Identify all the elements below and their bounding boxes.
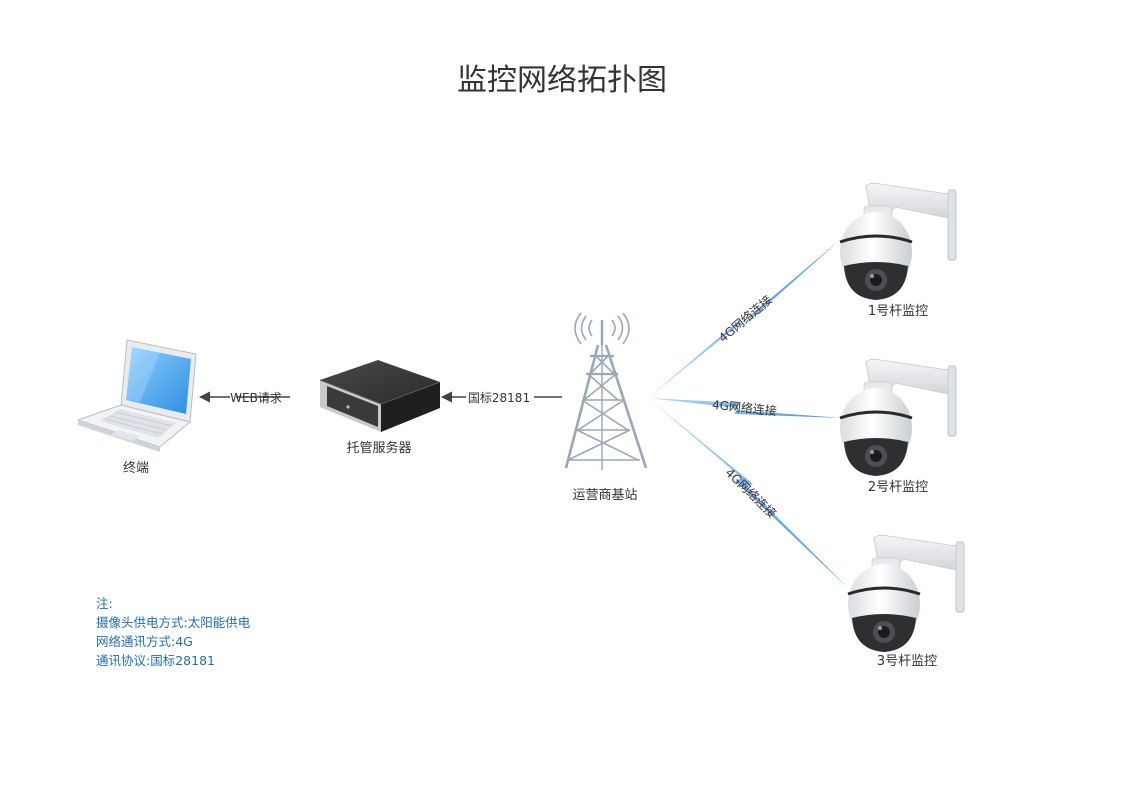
lightning-link-2: 4G网络连接 (648, 397, 842, 419)
tower-icon (564, 312, 648, 470)
lightning-link-1: 4G网络连接 (648, 240, 840, 398)
terminal-label: 终端 (123, 460, 149, 476)
gb28181-label: 国标28181 (468, 391, 530, 405)
network-label-3: 4G网络连接 (723, 465, 780, 521)
page-title: 监控网络拓扑图 (457, 63, 667, 98)
camera-3-label: 3号杆监控 (877, 654, 937, 669)
notes-power: 摄像头供电方式:太阳能供电 (96, 615, 251, 630)
camera-1-icon (839, 182, 957, 300)
lightning-link-3: 4G网络连接 (648, 398, 848, 588)
tower-label: 运营商基站 (572, 488, 637, 503)
camera-1-label: 1号杆监控 (868, 304, 928, 319)
server-label: 托管服务器 (346, 440, 411, 456)
laptop-icon (76, 339, 197, 452)
gb28181-link: 国标28181 (440, 391, 562, 405)
notes-heading: 注: (96, 596, 113, 611)
server-icon (319, 360, 441, 432)
notes-block: 注: 摄像头供电方式:太阳能供电 网络通讯方式:4G 通讯协议:国标28181 (96, 594, 250, 670)
network-label-1: 4G网络连接 (715, 292, 774, 345)
camera-3-icon (847, 534, 965, 652)
notes-protocol: 通讯协议:国标28181 (96, 653, 215, 668)
network-label-2: 4G网络连接 (711, 397, 777, 419)
camera-2-icon (839, 358, 957, 476)
web-request-link: WEB请求 (198, 391, 290, 405)
web-request-label: WEB请求 (230, 391, 282, 405)
notes-network: 网络通讯方式:4G (96, 634, 193, 649)
camera-2-label: 2号杆监控 (868, 480, 928, 495)
